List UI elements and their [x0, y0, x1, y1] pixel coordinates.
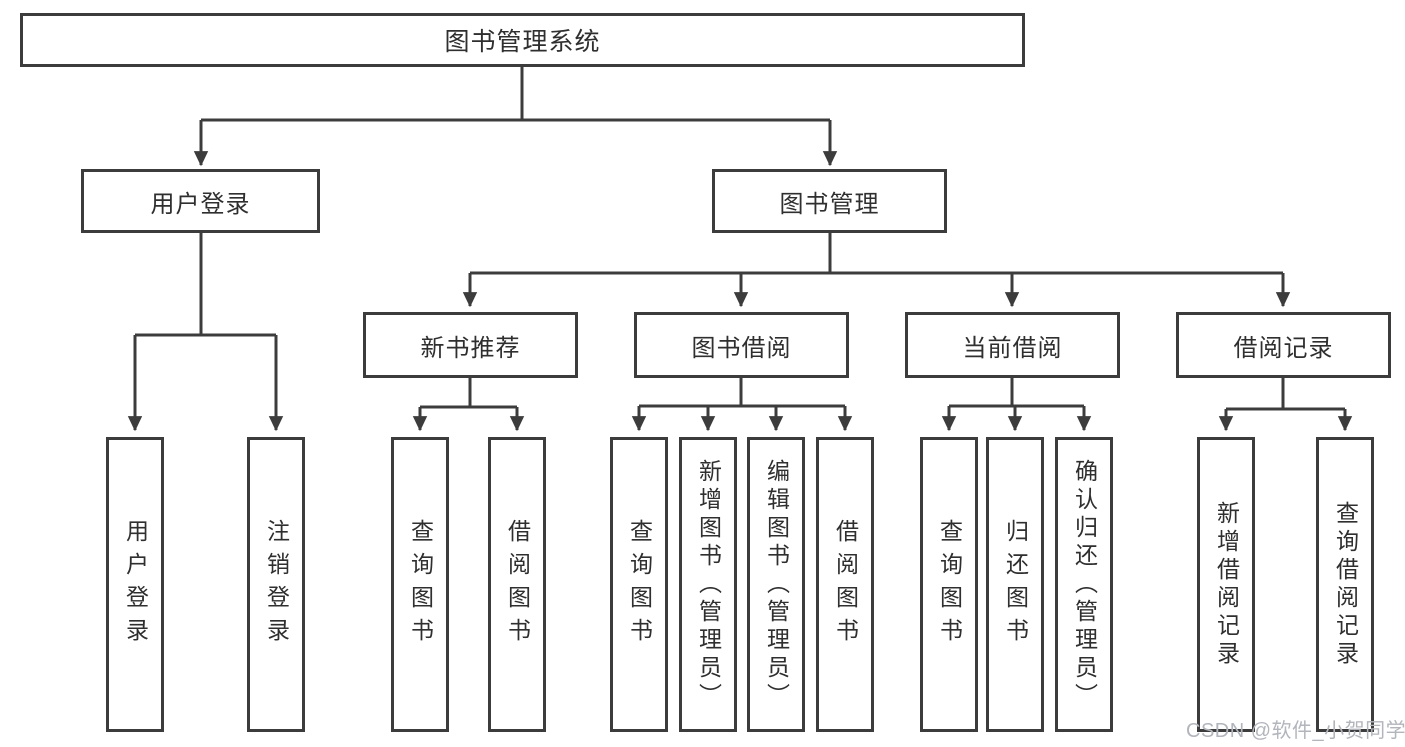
leaf-borrow-books: 借阅图书: [816, 437, 874, 732]
leaf-query-books-recommendation: 查询图书: [391, 437, 449, 732]
leaf-label: 新增借阅记录: [1213, 500, 1240, 669]
node-label: 图书管理系统: [444, 28, 601, 56]
leaf-logout: 注销登录: [247, 437, 305, 732]
leaf-label: 确认归还（管理员）: [1071, 458, 1098, 711]
node-label: 图书管理: [779, 190, 880, 218]
leaf-label: 注销登录: [263, 518, 290, 651]
leaf-confirm-return-admin: 确认归还（管理员）: [1055, 437, 1113, 732]
csdn-watermark: CSDN @软件_小贺同学: [1186, 720, 1405, 742]
leaf-label: 借阅图书: [832, 518, 859, 651]
leaf-query-books-borrowing: 查询图书: [610, 437, 668, 732]
node-label: 新书推荐: [420, 334, 521, 362]
leaf-label: 查询图书: [936, 518, 963, 651]
node-library-management-system: 图书管理系统: [20, 13, 1025, 67]
node-label: 用户登录: [150, 190, 251, 218]
node-book-management: 图书管理: [712, 169, 947, 233]
node-borrowing-records: 借阅记录: [1176, 312, 1391, 378]
node-book-borrowing: 图书借阅: [634, 312, 849, 378]
leaf-user-login: 用户登录: [106, 437, 164, 732]
leaf-query-books-current: 查询图书: [920, 437, 978, 732]
node-label: 借阅记录: [1233, 334, 1334, 362]
node-current-borrowing: 当前借阅: [905, 312, 1120, 378]
leaf-return-books: 归还图书: [986, 437, 1044, 732]
node-label: 当前借阅: [962, 334, 1063, 362]
leaf-label: 查询图书: [407, 518, 434, 651]
leaf-label: 查询借阅记录: [1332, 500, 1359, 669]
leaf-label: 用户登录: [122, 518, 149, 651]
leaf-label: 编辑图书（管理员）: [763, 458, 790, 711]
leaf-edit-books-admin: 编辑图书（管理员）: [747, 437, 805, 732]
leaf-label: 借阅图书: [504, 518, 531, 651]
leaf-label: 新增图书（管理员）: [695, 458, 722, 711]
leaf-add-books-admin: 新增图书（管理员）: [679, 437, 737, 732]
leaf-label: 查询图书: [626, 518, 653, 651]
leaf-borrow-books-recommendation: 借阅图书: [488, 437, 546, 732]
leaf-query-borrowing-record: 查询借阅记录: [1316, 437, 1374, 732]
leaf-label: 归还图书: [1002, 518, 1029, 651]
node-label: 图书借阅: [691, 334, 792, 362]
leaf-add-borrowing-record: 新增借阅记录: [1197, 437, 1255, 732]
node-user-login: 用户登录: [81, 169, 320, 233]
node-new-book-recommendation: 新书推荐: [363, 312, 578, 378]
